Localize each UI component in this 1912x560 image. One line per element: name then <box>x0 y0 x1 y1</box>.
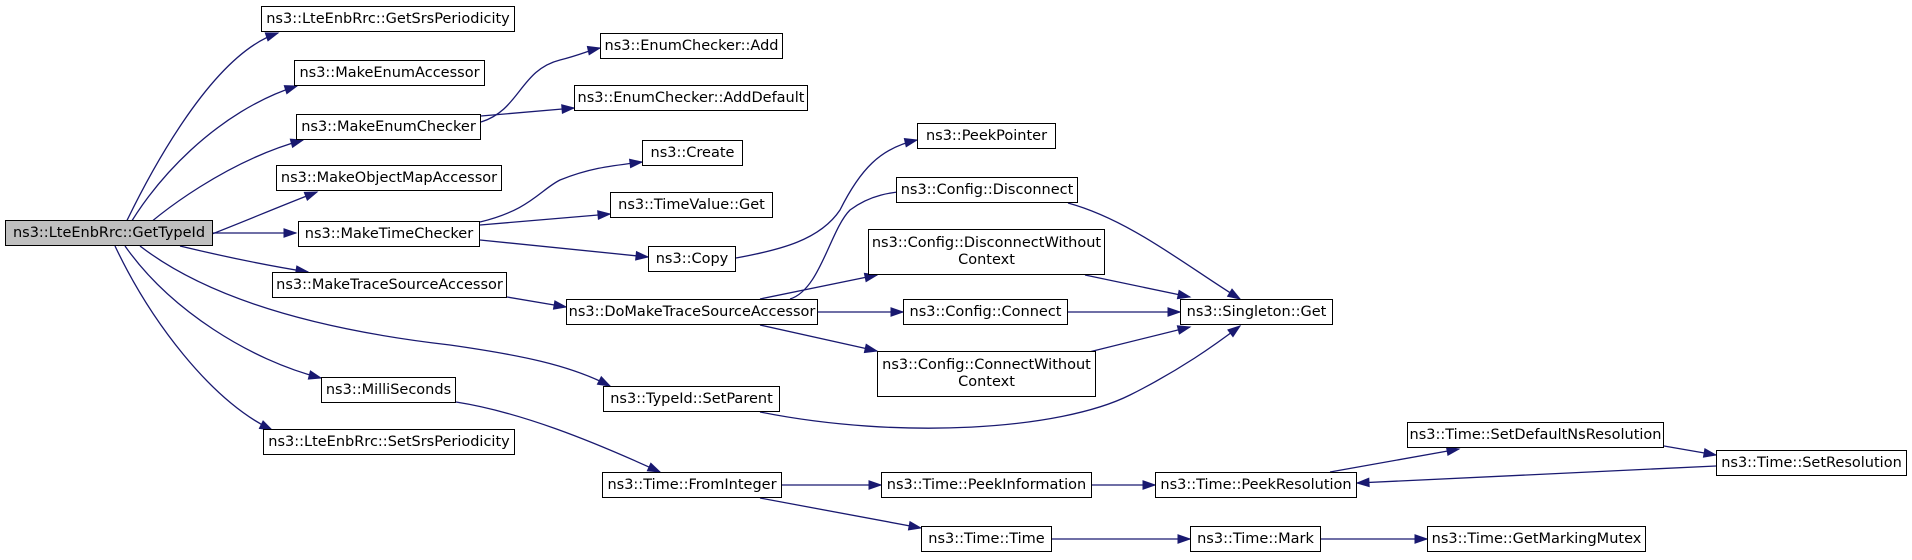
node-gettypeid[interactable]: ns3::LteEnbRrc::GetTypeId <box>5 220 213 246</box>
node-tvget[interactable]: ns3::TimeValue::Get <box>610 192 773 218</box>
node-objmap[interactable]: ns3::MakeObjectMapAccessor <box>276 165 502 191</box>
arrowhead-cconnwc <box>863 343 879 354</box>
edge-timechk-to-tvget <box>479 213 611 226</box>
arrowhead-enumacc <box>283 85 299 95</box>
edge-gettypeid-to-setsrs <box>114 245 273 431</box>
arrowhead-getmut <box>1414 534 1429 544</box>
arrowhead-cconn <box>890 307 905 317</box>
node-getsrs[interactable]: ns3::LteEnbRrc::GetSrsPeriodicity <box>261 6 515 32</box>
edge-copy-to-peekptr <box>735 139 918 259</box>
node-fromint[interactable]: ns3::Time::FromInteger <box>602 472 782 498</box>
edge-fromint-to-time <box>759 497 922 529</box>
edge-domake-to-cdisc <box>789 189 918 300</box>
node-peekptr[interactable]: ns3::PeekPointer <box>917 123 1056 149</box>
node-eadd[interactable]: ns3::EnumChecker::Add <box>600 33 783 59</box>
node-copy[interactable]: ns3::Copy <box>648 246 736 272</box>
edge-timechk-to-copy <box>479 239 649 258</box>
arrowhead-objmap <box>303 191 319 202</box>
node-setparent[interactable]: ns3::TypeId::SetParent <box>603 386 780 412</box>
arrowhead-setdefres <box>1445 446 1461 457</box>
arrowhead-setparent <box>596 375 612 387</box>
arrowhead-millis <box>307 370 323 380</box>
arrowhead-mark <box>1177 534 1192 544</box>
node-domake[interactable]: ns3::DoMakeTraceSourceAccessor <box>566 299 818 325</box>
arrowhead-fromint <box>646 462 662 473</box>
edge-enumchk-to-eadddef <box>480 107 575 117</box>
edge-setparent-to-singleton <box>759 325 1241 429</box>
arrowhead-singleton <box>1227 325 1242 338</box>
arrowhead-singleton <box>1176 325 1192 335</box>
arrowhead-peekres <box>1355 477 1370 488</box>
arrowhead-getsrs <box>264 32 280 42</box>
arrowhead-singleton <box>1226 288 1242 300</box>
node-cdisc[interactable]: ns3::Config::Disconnect <box>896 177 1078 203</box>
edge-gettypeid-to-getsrs <box>114 32 279 247</box>
node-cconn[interactable]: ns3::Config::Connect <box>903 299 1068 325</box>
node-tracesrc[interactable]: ns3::MakeTraceSourceAccessor <box>272 272 507 298</box>
node-timechk[interactable]: ns3::MakeTimeChecker <box>298 221 480 247</box>
arrowhead-tvget <box>597 210 612 220</box>
arrowhead-peekptr <box>903 137 919 148</box>
node-cconnwc[interactable]: ns3::Config::ConnectWithout Context <box>877 351 1096 397</box>
node-time[interactable]: ns3::Time::Time <box>921 526 1052 552</box>
arrowhead-eadd <box>586 45 602 56</box>
edge-peekres-to-setdefres <box>1329 448 1460 473</box>
node-mark[interactable]: ns3::Time::Mark <box>1190 526 1321 552</box>
edge-domake-to-cconnwc <box>759 324 878 352</box>
node-peekinfo[interactable]: ns3::Time::PeekInformation <box>881 472 1092 498</box>
node-enumchk[interactable]: ns3::MakeEnumChecker <box>296 114 481 140</box>
arrowhead-setres <box>1702 448 1718 458</box>
edge-gettypeid-to-millis <box>124 245 322 379</box>
edge-cconnwc-to-singleton <box>1084 326 1191 354</box>
node-cdiscwc[interactable]: ns3::Config::DisconnectWithout Context <box>868 229 1105 275</box>
node-getmut[interactable]: ns3::Time::GetMarkingMutex <box>1427 526 1646 552</box>
node-eadddef[interactable]: ns3::EnumChecker::AddDefault <box>574 85 808 111</box>
arrowhead-peekinfo <box>868 480 883 490</box>
node-setres[interactable]: ns3::Time::SetResolution <box>1716 450 1907 476</box>
edge-gettypeid-to-tracesrc <box>179 245 309 273</box>
edge-setres-to-peekres <box>1356 465 1717 484</box>
arrowhead-timechk <box>283 228 298 238</box>
edge-domake-to-cdiscwc <box>759 274 878 300</box>
arrowhead-time <box>907 520 923 531</box>
arrowhead-singleton <box>1167 307 1182 317</box>
node-setdefres[interactable]: ns3::Time::SetDefaultNsResolution <box>1407 422 1664 448</box>
node-singleton[interactable]: ns3::Singleton::Get <box>1180 299 1333 325</box>
node-setsrs[interactable]: ns3::LteEnbRrc::SetSrsPeriodicity <box>263 429 515 455</box>
arrowhead-domake <box>552 300 568 310</box>
node-enumacc[interactable]: ns3::MakeEnumAccessor <box>294 60 485 86</box>
node-millis[interactable]: ns3::MilliSeconds <box>321 377 456 403</box>
edge-gettypeid-to-setparent <box>139 245 611 387</box>
arrowhead-copy <box>635 250 650 261</box>
node-create[interactable]: ns3::Create <box>642 140 743 166</box>
arrowhead-peekres <box>1142 480 1157 490</box>
edge-cdiscwc-to-singleton <box>1084 274 1191 298</box>
arrowhead-create <box>628 158 644 169</box>
arrowhead-singleton <box>1176 289 1192 300</box>
arrowhead-eadddef <box>561 104 576 114</box>
edge-cdisc-to-singleton <box>1067 202 1241 300</box>
node-peekres[interactable]: ns3::Time::PeekResolution <box>1155 472 1357 498</box>
edge-millis-to-fromint <box>455 401 661 473</box>
edge-timechk-to-create <box>479 161 643 223</box>
arrowhead-enumchk <box>289 138 305 149</box>
